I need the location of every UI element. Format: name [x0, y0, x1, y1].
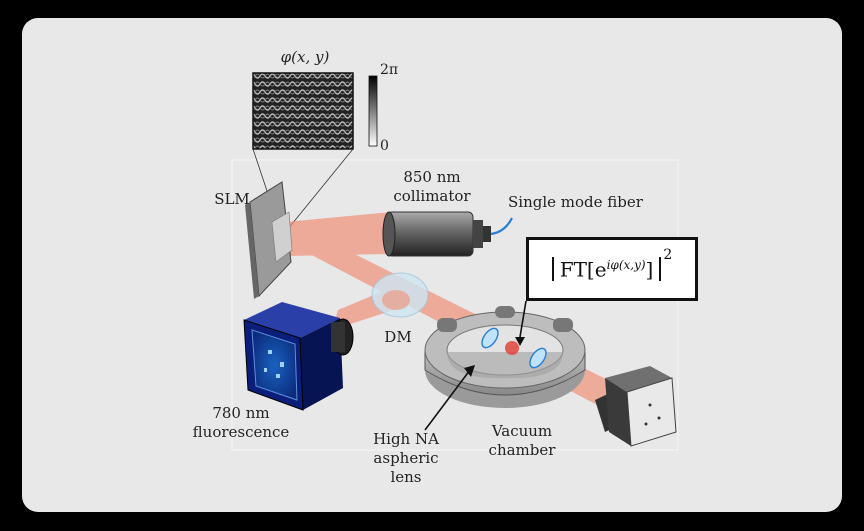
fourier-transform-box: FT[eiφ(x,y)] 2	[526, 237, 698, 301]
phase-title: φ(x, y)	[280, 48, 330, 66]
dm-label: DM	[384, 328, 412, 346]
phase-pattern-image	[252, 72, 354, 150]
chamber-label: Vacuum chamber	[488, 422, 556, 459]
slm-label: SLM	[214, 190, 250, 208]
lens-label: High NA aspheric lens	[373, 430, 439, 486]
colorbar-max-label: 2π	[380, 62, 399, 78]
ft-expression: FT[eiφ(x,y)]	[551, 256, 662, 282]
slm-device	[245, 181, 293, 299]
ft-pointer-arrow	[519, 300, 527, 338]
collimator-device	[382, 211, 491, 257]
aspheric-lenses	[481, 327, 547, 369]
ft-exponent: iφ(x,y)	[606, 257, 646, 272]
ft-prefix: FT[e	[559, 257, 607, 282]
fiber-label: Single mode fiber	[508, 193, 643, 211]
slide-frame	[22, 18, 842, 512]
ft-suffix: ]	[645, 257, 654, 282]
collimator-label: 850 nm collimator	[393, 168, 471, 205]
right-camera	[595, 366, 677, 447]
lens-pointer-arrow	[424, 369, 471, 431]
phase-colorbar	[368, 75, 378, 147]
inner-panel	[231, 159, 679, 451]
dichroic-mirror	[371, 272, 429, 318]
colorbar-min-label: 0	[380, 138, 389, 154]
single-mode-fiber	[490, 217, 513, 236]
vacuum-chamber	[424, 306, 586, 408]
camera-label: 780 nm fluorescence	[192, 404, 290, 441]
fluorescence-camera	[243, 302, 354, 411]
ft-power: 2	[663, 247, 673, 263]
